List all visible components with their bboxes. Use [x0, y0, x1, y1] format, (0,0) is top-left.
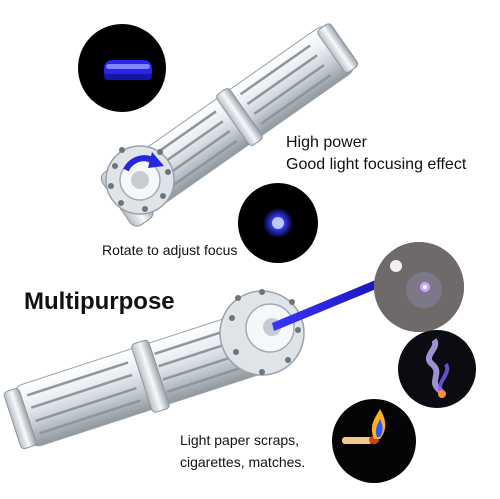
burn-caption-line1: Light paper scraps,	[180, 432, 300, 448]
blue-light-cylinder-icon	[78, 24, 166, 112]
focus-caption: Rotate to adjust focus	[102, 242, 238, 258]
burn-caption-line2: cigarettes, matches.	[180, 454, 306, 470]
top-laser-pointer	[100, 23, 359, 227]
feature-power-line2: Good light focusing effect	[286, 156, 467, 173]
smoke-photo	[398, 330, 476, 408]
lit-match-photo	[332, 399, 416, 483]
laser-beam	[272, 279, 381, 331]
blue-focus-dot-icon	[238, 183, 318, 263]
burning-paper-photo	[374, 242, 464, 332]
bottom-laser-pointer	[3, 279, 381, 450]
headline: Multipurpose	[24, 288, 175, 315]
feature-power-line1: High power	[286, 134, 367, 151]
